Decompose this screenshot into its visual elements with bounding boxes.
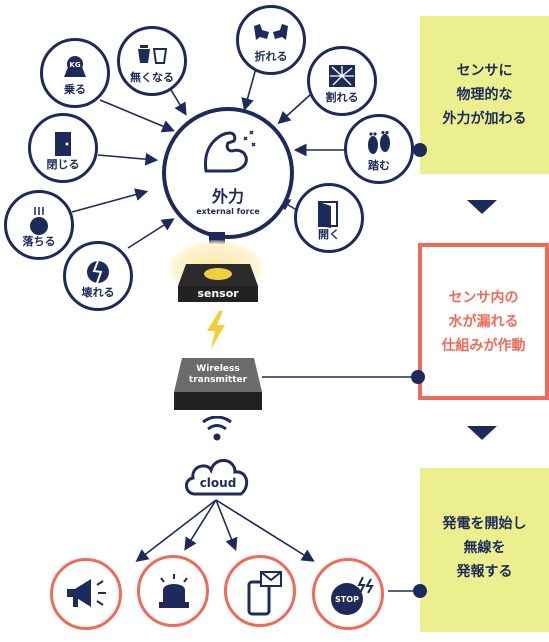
force-break: 折れる <box>236 5 306 75</box>
force-open: 開く <box>294 183 364 253</box>
open-door-icon <box>318 201 338 228</box>
force-label: 閉じる <box>46 158 80 171</box>
output-phone <box>224 555 296 627</box>
lightning-icon <box>207 311 225 349</box>
force-label: 壊れる <box>81 286 115 299</box>
force-lose: 無くなる <box>117 26 187 96</box>
flow-arrow <box>467 426 497 440</box>
closed-door-icon <box>55 132 71 156</box>
force-label: 割れる <box>325 91 359 104</box>
center-subtitle: external force <box>196 207 260 216</box>
force-label: 折れる <box>254 50 288 63</box>
force-label: 無くなる <box>130 71 174 84</box>
footprints-icon <box>368 131 390 154</box>
flow-arrow <box>467 200 497 214</box>
svg-text:KG: KG <box>69 61 80 69</box>
force-ride: KG 乗る <box>40 38 110 108</box>
connector-dot <box>411 370 425 384</box>
step-box-2: センサ内の水が漏れる仕組みが作動 <box>418 243 549 400</box>
step-box-3: 発電を開始し無線を発報する <box>420 468 549 632</box>
step-box-1: センサに物理的な外力が加わる <box>420 16 549 174</box>
force-label: 落ちる <box>22 235 56 248</box>
output-alarm <box>137 555 209 627</box>
phone-mail-icon <box>247 571 282 616</box>
cloud-icon <box>185 459 249 496</box>
megaphone-icon <box>67 579 106 607</box>
step-2-text: センサ内の水が漏れる仕組みが作動 <box>441 290 526 354</box>
force-close: 閉じる <box>28 113 98 183</box>
wifi-signal-icon <box>202 416 232 441</box>
broken-circle-icon <box>87 260 109 284</box>
wireless-transmitter-device <box>174 358 262 410</box>
cloud-label: cloud <box>199 476 237 490</box>
force-shatter: 割れる <box>307 46 377 116</box>
force-label: 開く <box>318 228 340 241</box>
cracked-glass-icon <box>329 65 355 87</box>
output-stop: STOP <box>312 558 384 630</box>
cups-icon <box>138 45 168 64</box>
flexed-arm-icon <box>204 130 256 173</box>
connector-dot <box>413 584 427 598</box>
force-fall: 落ちる <box>4 190 74 260</box>
falling-apple-icon <box>30 207 48 235</box>
force-label: 踏む <box>368 159 390 172</box>
force-step: 踏む <box>344 114 414 184</box>
force-destroy: 壊れる <box>63 241 133 311</box>
broken-bone-icon <box>254 24 288 40</box>
stop-sign-icon: STOP <box>331 576 374 615</box>
transmitter-label: Wireless transmitter <box>172 364 264 386</box>
sensor-label: sensor <box>197 287 239 300</box>
center-title: 外力 <box>211 187 244 206</box>
svg-text:STOP: STOP <box>335 595 359 604</box>
connector-dot <box>413 143 427 157</box>
sensor-device <box>178 264 258 302</box>
scale-kg-icon: KG <box>64 56 86 77</box>
output-megaphone <box>50 558 122 630</box>
transmitter-line1: Wireless <box>196 364 240 374</box>
step-3-text: 発電を開始し無線を発報する <box>442 516 527 580</box>
transmitter-line2: transmitter <box>188 375 248 385</box>
step-1-text: センサに物理的な外力が加わる <box>442 63 527 127</box>
force-label: 乗る <box>64 83 86 96</box>
external-force-circle: 外力 external force <box>162 107 294 239</box>
warning-light-icon <box>159 574 189 608</box>
